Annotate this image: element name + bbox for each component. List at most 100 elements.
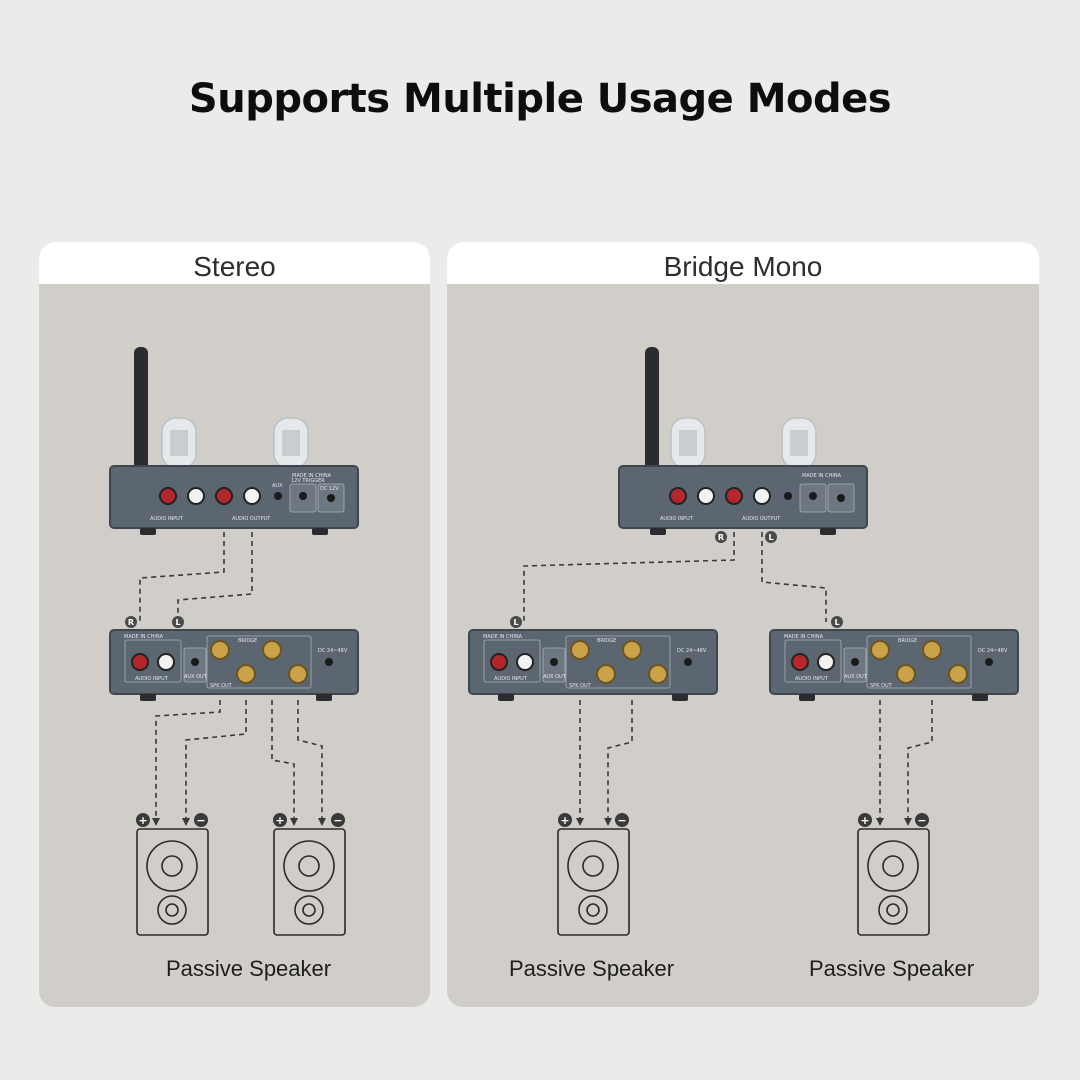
made-in-label: MADE IN CHINA <box>784 634 824 640</box>
bridge-mono-panel-title: Bridge Mono <box>447 242 1039 284</box>
rca-red-jack <box>159 487 177 505</box>
audio-input-label: AUDIO INPUT <box>795 676 829 682</box>
rca-white-jack <box>516 653 534 671</box>
audio-input-label: AUDIO INPUT <box>135 676 169 682</box>
mono-left-speaker-caption: Passive Speaker <box>509 956 675 981</box>
rca-red-jack <box>490 653 508 671</box>
aux-label: AUX <box>272 483 283 489</box>
vacuum-tube-icon <box>161 417 197 469</box>
rca-white-jack <box>697 487 715 505</box>
vacuum-tube-icon <box>273 417 309 469</box>
stereo-right-channel-mark: R <box>125 616 137 628</box>
rca-red-jack <box>669 487 687 505</box>
vacuum-tube-icon <box>670 417 706 469</box>
dc-amp-label: DC 24~48V <box>677 648 707 654</box>
passive-speaker-icon: + − <box>557 813 630 936</box>
speaker-terminal <box>210 640 230 660</box>
stereo-left-channel-mark: L <box>172 616 184 628</box>
mono-right-speaker-caption: Passive Speaker <box>809 956 975 981</box>
speaker-terminal <box>922 640 942 660</box>
trigger-label: 12V TRIGGER <box>291 478 325 484</box>
rca-red-jack <box>131 653 149 671</box>
speaker-terminal <box>570 640 590 660</box>
made-in-label: MADE IN CHINA <box>124 634 164 640</box>
aux-jack <box>274 492 282 500</box>
rca-red-jack <box>791 653 809 671</box>
aux-out-label: AUX OUT <box>543 674 567 680</box>
stereo-speaker-caption: Passive Speaker <box>166 956 332 981</box>
made-in-label: MADE IN CHINA <box>483 634 523 640</box>
stereo-panel: Stereo <box>39 242 430 1007</box>
stereo-speaker-cables <box>152 700 326 826</box>
rca-white-jack <box>187 487 205 505</box>
stereo-signal-cables <box>139 532 253 622</box>
speaker-terminal <box>262 640 282 660</box>
plus-terminal-mark: + <box>860 814 869 827</box>
dc-amp-label: DC 24~48V <box>318 648 348 654</box>
rca-white-jack <box>243 487 261 505</box>
bridge-label: BRIDGE <box>238 638 257 644</box>
dc-jack <box>325 658 333 666</box>
audio-output-label: AUDIO OUTPUT <box>232 516 271 522</box>
speaker-terminal <box>948 664 968 684</box>
mono-left-channel-mark: L <box>765 531 777 543</box>
minus-terminal-mark: − <box>617 814 626 827</box>
plus-terminal-mark: + <box>138 814 147 827</box>
bridge-mono-panel: Bridge Mono <box>447 242 1039 1007</box>
speaker-terminal <box>288 664 308 684</box>
svg-text:L: L <box>834 618 839 627</box>
bridge-label: BRIDGE <box>898 638 917 644</box>
page-title: Supports Multiple Usage Modes <box>188 76 892 122</box>
passive-speaker-icon: + − <box>857 813 930 936</box>
speaker-terminal <box>622 640 642 660</box>
spk-out-label: SPK OUT <box>870 683 893 689</box>
mono-speaker-cables <box>576 700 933 826</box>
svg-text:L: L <box>513 618 518 627</box>
rca-white-jack <box>817 653 835 671</box>
spk-out-label: SPK OUT <box>569 683 592 689</box>
speaker-terminal <box>236 664 256 684</box>
spk-out-label: SPK OUT <box>210 683 233 689</box>
audio-input-label: AUDIO INPUT <box>150 516 184 522</box>
plus-terminal-mark: + <box>560 814 569 827</box>
minus-terminal-mark: − <box>917 814 926 827</box>
stereo-power-amp: MADE IN CHINA AUDIO INPUT AUX OUT SPK OU… <box>109 629 359 701</box>
svg-text:R: R <box>128 618 134 627</box>
plus-terminal-mark: + <box>275 814 284 827</box>
speaker-terminal <box>870 640 890 660</box>
vacuum-tube-icon <box>781 417 817 469</box>
speaker-terminal <box>896 664 916 684</box>
mono-right-channel-mark: R <box>715 531 727 543</box>
mono-signal-cables <box>523 532 827 622</box>
aux-out-label: AUX OUT <box>184 674 208 680</box>
minus-terminal-mark: − <box>333 814 342 827</box>
mono-amp1-left-mark: L <box>510 616 522 628</box>
mono-power-amp-1: MADE IN CHINA AUDIO INPUT AUX OUT SPK OU… <box>468 629 718 701</box>
rca-white-jack <box>157 653 175 671</box>
audio-output-label: AUDIO OUTPUT <box>742 516 781 522</box>
mono-amp2-left-mark: L <box>831 616 843 628</box>
aux-out-label: AUX OUT <box>844 674 868 680</box>
dc-label: DC 12V <box>320 486 339 492</box>
svg-text:L: L <box>175 618 180 627</box>
audio-input-label: AUDIO INPUT <box>660 516 694 522</box>
aux-jack <box>784 492 792 500</box>
svg-text:L: L <box>768 533 773 542</box>
aux-out-jack <box>191 658 199 666</box>
stereo-preamp: MADE IN CHINA AUDIO INPUT AUDIO OUTPUT A… <box>109 347 359 535</box>
dc-amp-label: DC 24~48V <box>978 648 1008 654</box>
mono-power-amp-2: MADE IN CHINA AUDIO INPUT AUX OUT SPK OU… <box>769 629 1019 701</box>
speaker-terminal <box>648 664 668 684</box>
svg-text:R: R <box>718 533 724 542</box>
minus-terminal-mark: − <box>196 814 205 827</box>
bridge-label: BRIDGE <box>597 638 616 644</box>
rca-white-jack <box>753 487 771 505</box>
speaker-terminal <box>596 664 616 684</box>
stereo-panel-title: Stereo <box>39 242 430 284</box>
passive-speaker-icon: + − <box>273 813 346 936</box>
made-in-label: MADE IN CHINA <box>292 473 332 479</box>
rca-red-jack <box>725 487 743 505</box>
made-in-label: MADE IN CHINA <box>802 473 842 479</box>
passive-speaker-icon: + − <box>136 813 209 936</box>
